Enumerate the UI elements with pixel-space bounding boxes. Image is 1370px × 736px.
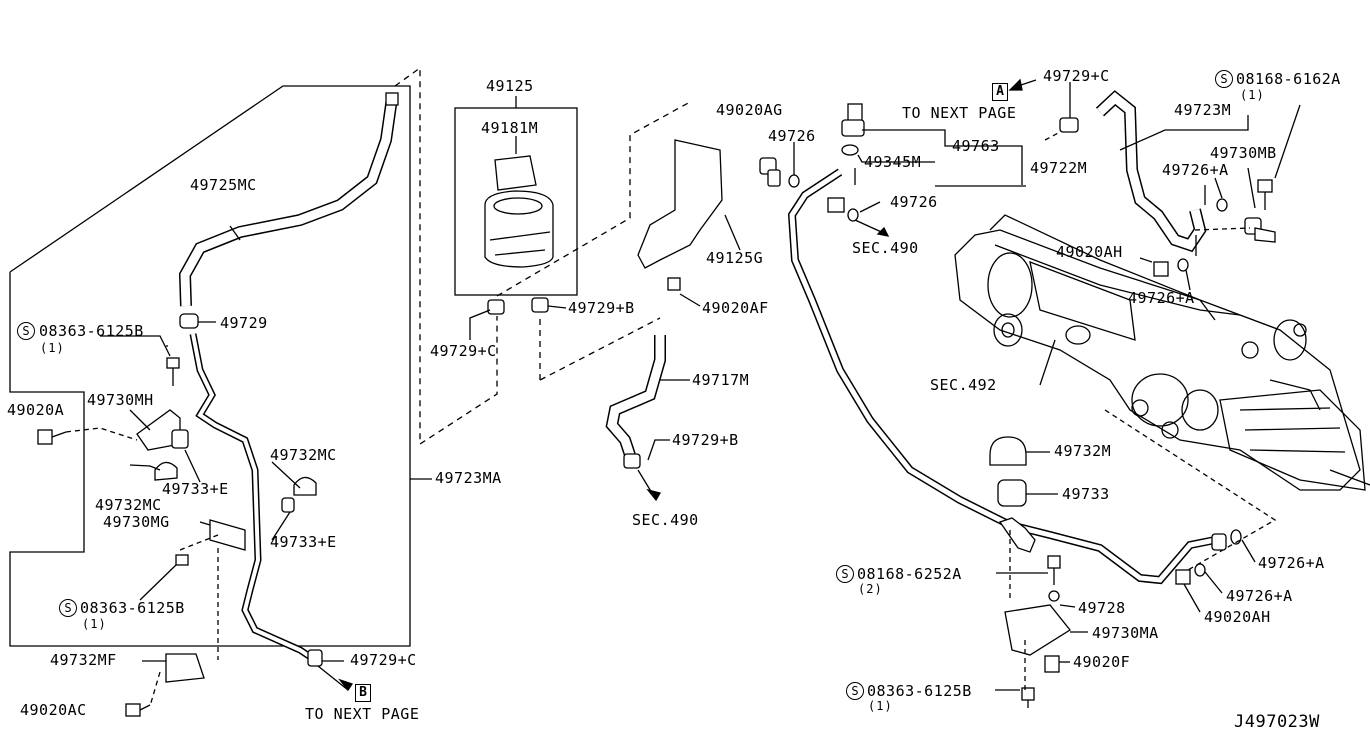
label-49732mf: 49732MF (50, 651, 117, 669)
label-08363-6125b-b: 08363-6125B (80, 599, 185, 617)
label-49181m: 49181M (481, 119, 539, 137)
label-49125g: 49125G (706, 249, 764, 267)
label-49726-b: 49726 (890, 193, 938, 211)
label-49729b-b: 49729+B (672, 431, 739, 449)
label-49728: 49728 (1078, 599, 1126, 617)
label-49125: 49125 (486, 77, 534, 95)
label-08168-6252a: 08168-6252A (857, 565, 962, 583)
qty-2: (2) (858, 582, 883, 596)
label-49020ac: 49020AC (20, 701, 87, 719)
label-49732m: 49732M (1054, 442, 1112, 460)
label-49730ma: 49730MA (1092, 624, 1159, 642)
screw-symbol: S (1215, 70, 1233, 88)
hose-49725mc (178, 97, 398, 307)
label-49020ag: 49020AG (716, 101, 783, 119)
label-49730mh: 49730MH (87, 391, 154, 409)
label-49726-a: 49726 (768, 127, 816, 145)
label-49726a-b: 49726+A (1128, 289, 1195, 307)
reservoir-cap (494, 155, 537, 191)
label-49763: 49763 (952, 137, 1000, 155)
label-49729c-b: 49729+C (430, 342, 497, 360)
label-49020af: 49020AF (702, 299, 769, 317)
label-49020ah-b: 49020AH (1204, 608, 1271, 626)
dashed-connector-reservoir (496, 101, 691, 297)
next-page-b: TO NEXT PAGE (305, 705, 420, 723)
label-49726a-c: 49726+A (1258, 554, 1325, 572)
screw-symbol: S (17, 322, 35, 340)
label-49723ma: 49723MA (435, 469, 502, 487)
label-49733: 49733 (1062, 485, 1110, 503)
reservoir-body (484, 190, 554, 268)
label-49717m: 49717M (692, 371, 750, 389)
frame-left-assembly (9, 85, 411, 647)
qty-b: (1) (82, 617, 107, 631)
label-49020f: 49020F (1073, 653, 1131, 671)
ref-a-box: A (992, 83, 1008, 101)
label-sec490-a: SEC.490 (632, 511, 699, 529)
steering-gear-assembly (954, 214, 1370, 491)
label-49733e-a: 49733+E (162, 480, 229, 498)
label-49733e-b: 49733+E (270, 533, 337, 551)
qty-d: (1) (868, 699, 893, 713)
label-49732mc-a: 49732MC (270, 446, 337, 464)
next-page-a: TO NEXT PAGE (902, 104, 1017, 122)
label-49730mb: 49730MB (1210, 144, 1277, 162)
label-49726a-a: 49726+A (1162, 161, 1229, 179)
label-49725mc: 49725MC (190, 176, 257, 194)
diagram-code: J497023W (1234, 712, 1320, 732)
screw-symbol: S (59, 599, 77, 617)
label-08363-6125b-a: 08363-6125B (39, 322, 144, 340)
label-49345m: 49345M (864, 153, 922, 171)
label-49722m: 49722M (1030, 159, 1088, 177)
label-49020ah-a: 49020AH (1056, 243, 1123, 261)
ref-b-box: B (355, 684, 371, 702)
label-49730mg: 49730MG (103, 513, 170, 531)
label-08168-6162a: 08168-6162A (1236, 70, 1341, 88)
screw-symbol: S (846, 682, 864, 700)
qty-a: (1) (40, 341, 65, 355)
label-49729c-a: 49729+C (350, 651, 417, 669)
screw-symbol: S (836, 565, 854, 583)
label-08363-6125b-c: 08363-6125B (867, 682, 972, 700)
label-sec492: SEC.492 (930, 376, 997, 394)
bracket-49125g (637, 139, 723, 269)
label-49729b-a: 49729+B (568, 299, 635, 317)
label-49020a: 49020A (7, 401, 65, 419)
label-49723m: 49723M (1174, 101, 1232, 119)
label-49726a-d: 49726+A (1226, 587, 1293, 605)
label-49732mc-b: 49732MC (95, 496, 162, 514)
label-49729c-c: 49729+C (1043, 67, 1110, 85)
label-49729: 49729 (220, 314, 268, 332)
label-sec490-b: SEC.490 (852, 239, 919, 257)
qty-c: (1) (1240, 88, 1265, 102)
